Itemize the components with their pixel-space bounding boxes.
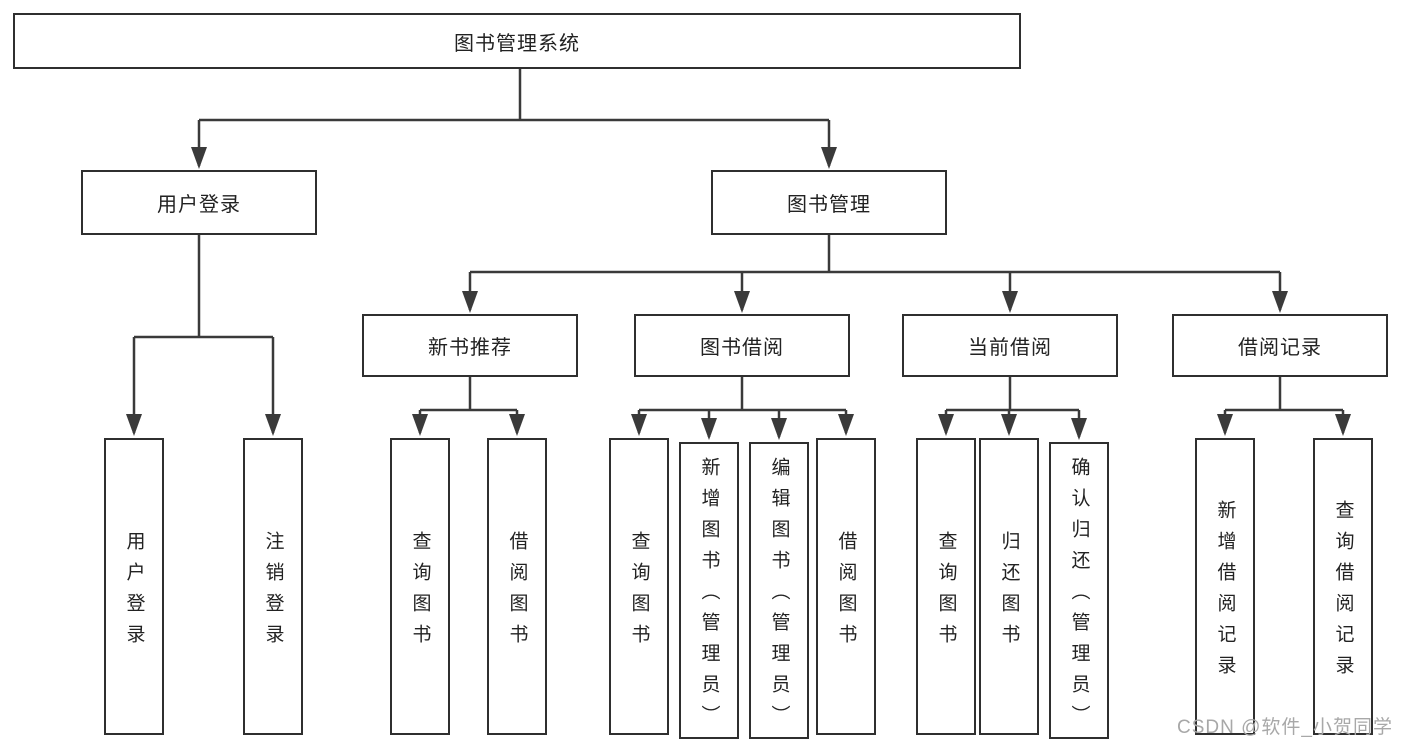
leaf-records-query-record-label: 查询借阅记录 xyxy=(1332,499,1354,686)
leaf-current-confirm-return-admin: 确认归还（管理员） xyxy=(1049,442,1109,739)
leaf-logout: 注销登录 xyxy=(243,438,303,735)
node-library-management-system: 图书管理系统 xyxy=(13,13,1021,69)
leaf-current-query-books: 查询图书 xyxy=(916,438,976,735)
leaf-borrowing-borrow-books-label: 借阅图书 xyxy=(835,530,857,655)
leaf-current-return-books-label: 归还图书 xyxy=(998,530,1020,655)
node-book-borrowing: 图书借阅 xyxy=(634,314,850,377)
node-new-book-recommend: 新书推荐 xyxy=(362,314,578,377)
leaf-recommend-query-books: 查询图书 xyxy=(390,438,450,735)
leaf-records-add-record-label: 新增借阅记录 xyxy=(1214,499,1236,686)
leaf-borrowing-query-books-label: 查询图书 xyxy=(628,530,650,655)
node-book-management: 图书管理 xyxy=(711,170,947,235)
leaf-current-query-books-label: 查询图书 xyxy=(935,530,957,655)
leaf-logout-label: 注销登录 xyxy=(262,530,284,655)
leaf-current-return-books: 归还图书 xyxy=(979,438,1039,735)
leaf-borrowing-borrow-books: 借阅图书 xyxy=(816,438,876,735)
leaf-current-confirm-return-admin-label: 确认归还（管理员） xyxy=(1068,457,1090,736)
leaf-borrowing-edit-books-admin: 编辑图书（管理员） xyxy=(749,442,809,739)
leaf-user-login-label: 用户登录 xyxy=(123,530,145,655)
leaf-user-login: 用户登录 xyxy=(104,438,164,735)
leaf-recommend-query-books-label: 查询图书 xyxy=(409,530,431,655)
leaf-borrowing-edit-books-admin-label: 编辑图书（管理员） xyxy=(768,457,790,736)
node-borrowing-records: 借阅记录 xyxy=(1172,314,1388,377)
leaf-recommend-borrow-books: 借阅图书 xyxy=(487,438,547,735)
node-user-login: 用户登录 xyxy=(81,170,317,235)
leaf-recommend-borrow-books-label: 借阅图书 xyxy=(506,530,528,655)
node-current-borrowing: 当前借阅 xyxy=(902,314,1118,377)
csdn-watermark: CSDN @软件_小贺同学 xyxy=(1177,717,1393,738)
leaf-borrowing-query-books: 查询图书 xyxy=(609,438,669,735)
leaf-borrowing-add-books-admin: 新增图书（管理员） xyxy=(679,442,739,739)
leaf-borrowing-add-books-admin-label: 新增图书（管理员） xyxy=(698,457,720,736)
leaf-records-query-record: 查询借阅记录 xyxy=(1313,438,1373,735)
leaf-records-add-record: 新增借阅记录 xyxy=(1195,438,1255,735)
